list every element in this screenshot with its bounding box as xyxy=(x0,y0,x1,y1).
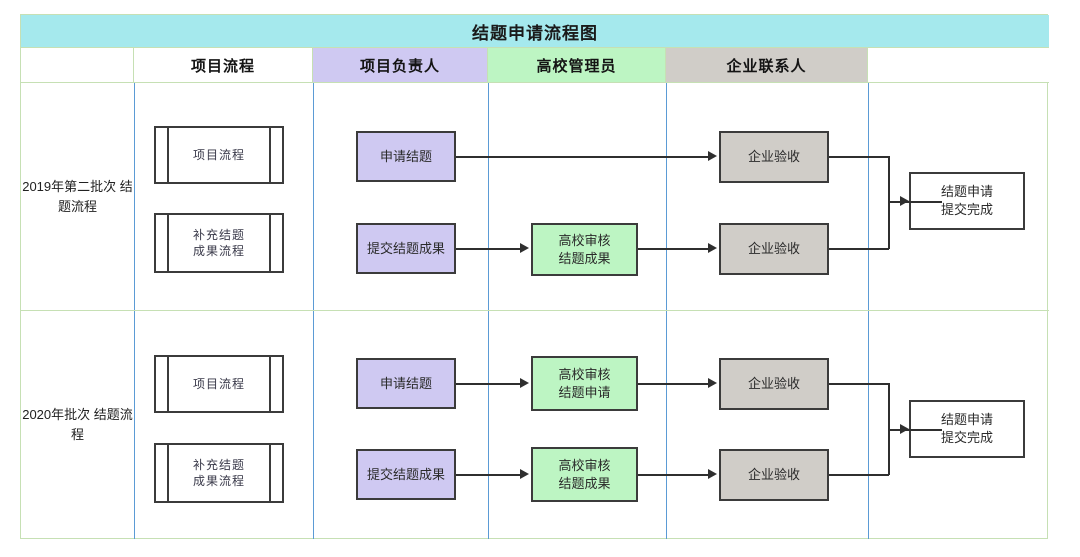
node-2020-school-top[interactable]: 高校审核 结题申请 xyxy=(531,356,638,411)
node-2020-company-top[interactable]: 企业验收 xyxy=(719,358,829,410)
edge-2019-company-bottom-to-merge xyxy=(829,248,889,250)
node-2020-owner-bottom[interactable]: 提交结题成果 xyxy=(356,449,456,500)
node-2020-predef-top[interactable]: 项目流程 xyxy=(154,355,284,413)
node-2019-predef-top[interactable]: 项目流程 xyxy=(154,126,284,184)
node-2020-predef-bottom[interactable]: 补充结题 成果流程 xyxy=(154,443,284,503)
lane-divider-company xyxy=(666,83,667,539)
node-2020-school-bottom[interactable]: 高校审核 结题成果 xyxy=(531,447,638,502)
edge-2020-merge-to-done xyxy=(888,429,942,431)
edge-2020-school-bottom-to-company-bottom xyxy=(638,474,708,476)
arrowhead-2019-company-top xyxy=(708,151,717,161)
edge-2019-owner-bottom-to-school-bottom xyxy=(456,248,520,250)
lane-divider-flow xyxy=(134,83,135,539)
flowchart-table: 结题申请流程图 项目流程 项目负责人 高校管理员 企业联系人 2019年第二批次… xyxy=(20,14,1049,539)
arrowhead-2019-company-bottom xyxy=(708,243,717,253)
edge-2019-owner-top-to-company-top xyxy=(456,156,708,158)
node-2019-company-bottom[interactable]: 企业验收 xyxy=(719,223,829,275)
column-header-school: 高校管理员 xyxy=(488,48,666,83)
lane-divider-school xyxy=(488,83,489,539)
swimlane-body: 2019年第二批次 结题流程 项目流程 补充结题 成果流程 申请结题 提交结题成… xyxy=(21,83,1049,539)
edge-2020-owner-bottom-to-school-bottom xyxy=(456,474,520,476)
arrowhead-2020-school-bottom xyxy=(520,469,529,479)
row-label-2020: 2020年批次 结题流程 xyxy=(22,407,133,442)
lane-divider-owner xyxy=(313,83,314,539)
column-header-owner: 项目负责人 xyxy=(313,48,488,83)
arrowhead-2020-company-top xyxy=(708,378,717,388)
node-2020-company-bottom[interactable]: 企业验收 xyxy=(719,449,829,501)
edge-2019-merge-to-done xyxy=(888,201,942,203)
column-header-flow: 项目流程 xyxy=(134,48,313,83)
column-header-row: 项目流程 项目负责人 高校管理员 企业联系人 xyxy=(21,48,1049,83)
edge-2020-owner-top-to-school-top xyxy=(456,383,520,385)
column-header-company: 企业联系人 xyxy=(666,48,868,83)
node-2019-company-top[interactable]: 企业验收 xyxy=(719,131,829,183)
arrowhead-2019-school-bottom xyxy=(520,243,529,253)
page-title: 结题申请流程图 xyxy=(21,15,1049,48)
row-label-2019: 2019年第二批次 结题流程 xyxy=(22,179,133,214)
column-header-label xyxy=(21,48,134,83)
node-2019-owner-top[interactable]: 申请结题 xyxy=(356,131,456,182)
edge-2020-school-top-to-company-top xyxy=(638,383,708,385)
arrowhead-2020-done xyxy=(900,424,909,434)
arrowhead-2019-done xyxy=(900,196,909,206)
edge-2020-company-bottom-to-merge xyxy=(829,474,889,476)
arrowhead-2020-school-top xyxy=(520,378,529,388)
edge-2019-company-top-to-merge xyxy=(829,156,889,158)
lane-divider-done xyxy=(868,83,869,539)
row-divider xyxy=(21,310,1049,311)
node-2019-school-bottom[interactable]: 高校审核 结题成果 xyxy=(531,223,638,276)
node-2019-owner-bottom[interactable]: 提交结题成果 xyxy=(356,223,456,274)
node-2020-owner-top[interactable]: 申请结题 xyxy=(356,358,456,409)
column-header-done xyxy=(868,48,1049,83)
arrowhead-2020-company-bottom xyxy=(708,469,717,479)
edge-2019-school-bottom-to-company-bottom xyxy=(638,248,708,250)
edge-2020-company-top-to-merge xyxy=(829,383,889,385)
node-2019-predef-bottom[interactable]: 补充结题 成果流程 xyxy=(154,213,284,273)
